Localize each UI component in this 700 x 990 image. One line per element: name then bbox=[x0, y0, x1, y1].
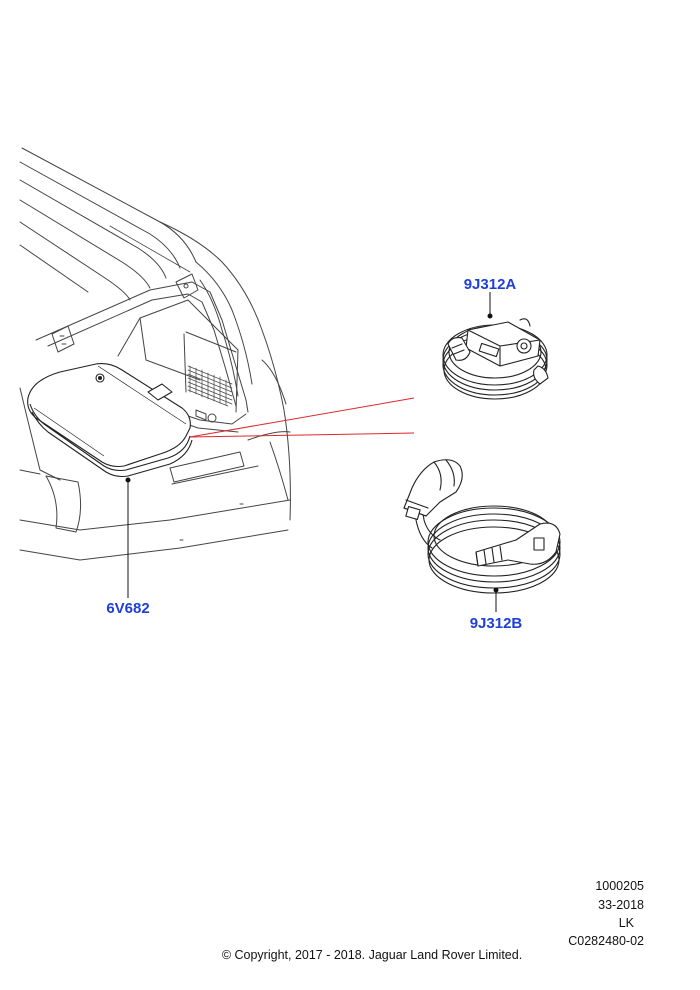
footer-ref-number: 1000205 bbox=[595, 879, 644, 893]
vehicle-rear-illustration bbox=[19, 147, 291, 561]
copyright-notice: © Copyright, 2017 - 2018. Jaguar Land Ro… bbox=[221, 948, 523, 962]
callout-9j312b[interactable]: 9J312B bbox=[470, 615, 523, 632]
callout-9j312a[interactable]: 9J312A bbox=[464, 276, 517, 293]
cable-bag-illustration[interactable] bbox=[27, 363, 193, 478]
charging-cable-9j312a-illustration[interactable] bbox=[442, 318, 549, 400]
charging-cable-9j312b-illustration[interactable] bbox=[403, 459, 561, 594]
callout-leader-lines bbox=[125, 292, 499, 612]
footer-ref-date: 33-2018 bbox=[598, 898, 644, 912]
callout-6v682[interactable]: 6V682 bbox=[106, 600, 149, 617]
footer-ref-illustration-id: C0282480-02 bbox=[568, 934, 644, 948]
footer-ref-code: LK bbox=[618, 916, 634, 930]
red-leader-lines bbox=[189, 397, 415, 438]
